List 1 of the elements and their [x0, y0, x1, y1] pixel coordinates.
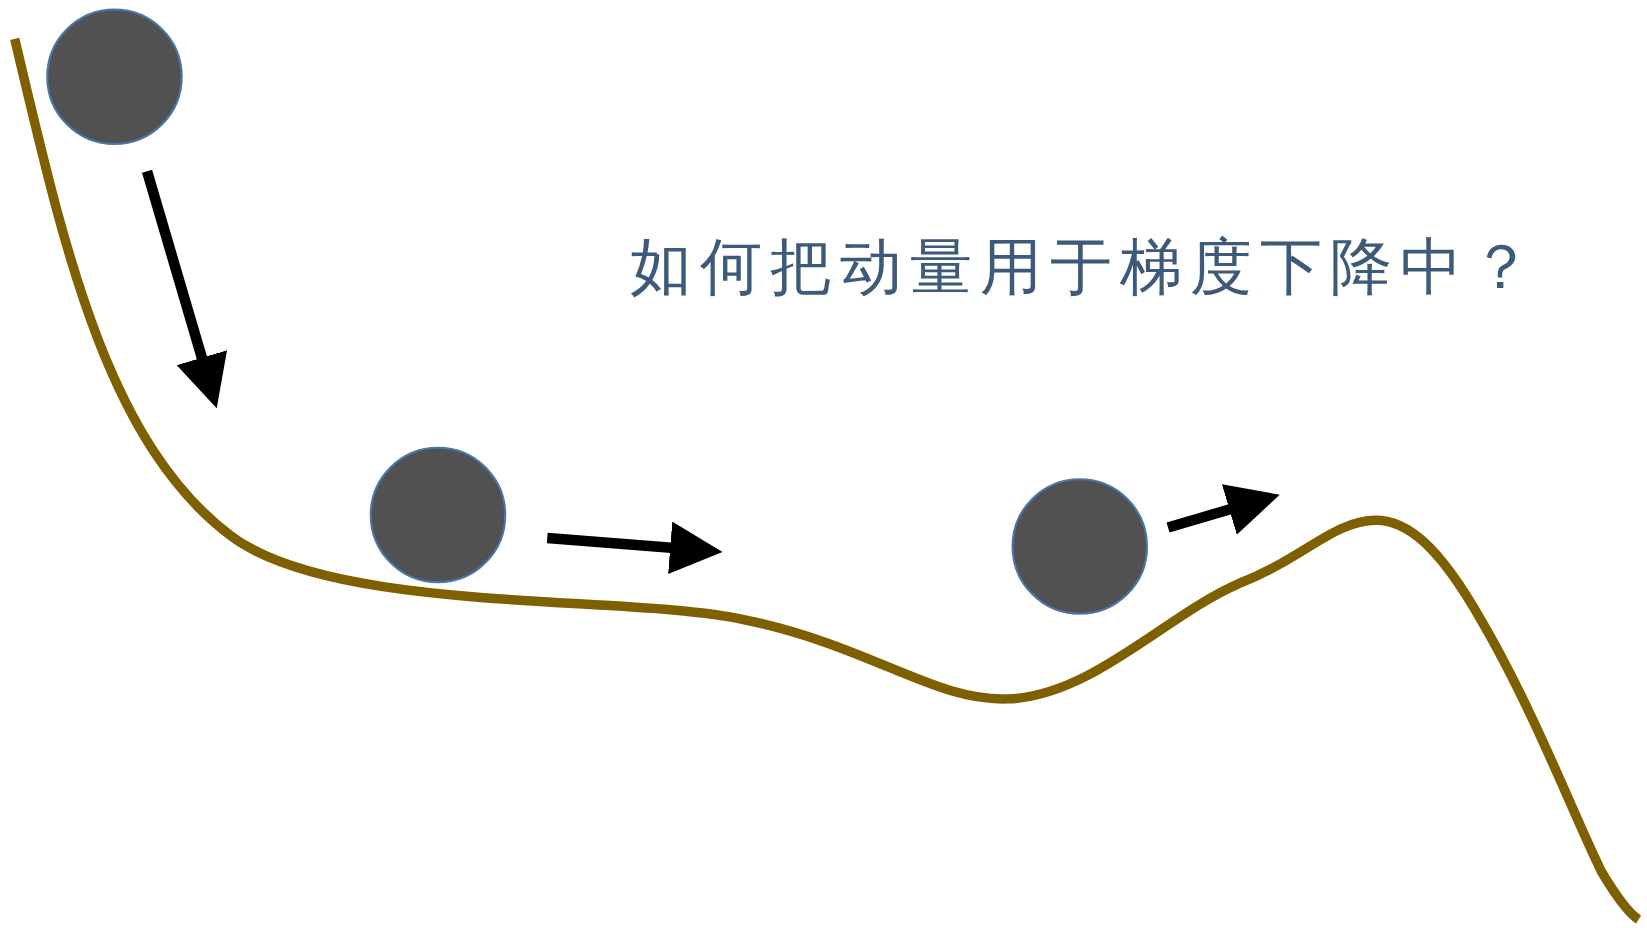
title: 如何把动量用于梯度下降中？	[630, 230, 1540, 305]
